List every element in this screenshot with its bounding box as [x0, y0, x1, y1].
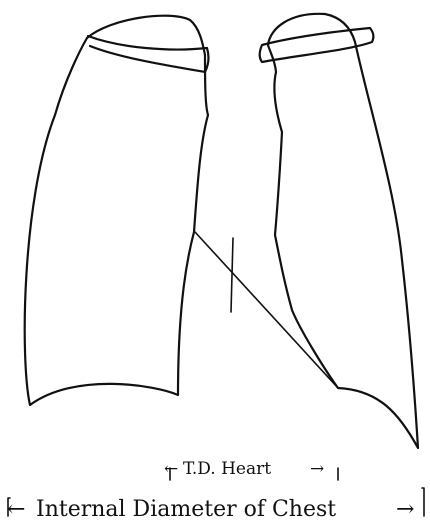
right-lung-outline: [25, 16, 208, 405]
chest-label: Internal Diameter of Chest: [36, 497, 336, 522]
midline-marker: [231, 238, 233, 312]
heart-label: T.D. Heart: [183, 459, 271, 479]
heart-diagonal-line: [195, 232, 338, 388]
right-clavicle: [88, 36, 208, 72]
heart-arrow-right: →: [310, 459, 324, 479]
heart-arrow-left: ←: [164, 459, 178, 479]
chest-arrow-left: ←: [7, 497, 25, 522]
left-lung-outline: [268, 14, 418, 448]
chest-arrow-right: →: [396, 497, 414, 522]
